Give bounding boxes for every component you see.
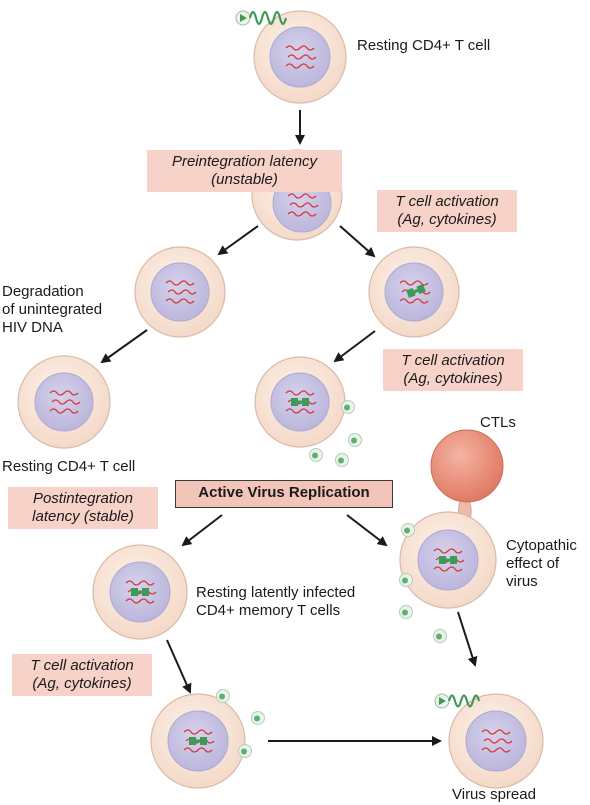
degradation-line-3: HIV DNA [2, 319, 63, 336]
box-postintegration-latency: Postintegration latency (stable) [8, 487, 158, 529]
label-cytopathic: Cytopathic effect of virus [506, 537, 577, 591]
activation-2-line-2: (Ag, cytokines) [403, 370, 503, 387]
arrow-to-memory-cell [181, 514, 223, 547]
label-degradation: Degradation of unintegrated HIV DNA [2, 283, 102, 337]
degradation-line-1: Degradation [2, 283, 84, 300]
arrow-to-activated-cell [339, 225, 376, 258]
memory-line-1: Resting latently infected [196, 584, 356, 601]
box-active-virus-replication: Active Virus Replication [175, 480, 393, 508]
label-ctls: CTLs [480, 414, 516, 431]
cytopathic-line-2: effect of [506, 555, 560, 572]
box-preintegration-latency: Preintegration latency (unstable) [147, 150, 342, 192]
label-virus-spread: Virus spread [452, 786, 536, 803]
cell-memory-latent [92, 544, 188, 640]
arrow-to-resting-left [100, 329, 148, 364]
free-virion-bottom [251, 711, 265, 725]
arrow-to-cytopathic-cell [346, 514, 388, 547]
arrow-memory-to-reactivated [166, 639, 192, 694]
cell-degradation [134, 246, 226, 338]
degradation-line-2: of unintegrated [2, 301, 103, 318]
arrow-to-degradation-cell [217, 225, 259, 256]
cell-virus-spread [448, 693, 544, 789]
postintegration-line-1: Postintegration [32, 490, 134, 507]
label-memory-cells: Resting latently infected CD4+ memory T … [196, 584, 355, 620]
activation-3-line-1: T cell activation [30, 657, 134, 674]
cytopathic-line-1: Cytopathic [506, 537, 577, 554]
cell-reactivated [150, 689, 252, 789]
preintegration-line-2: (unstable) [211, 171, 278, 188]
hiv-virion-icon [235, 10, 288, 26]
hiv-virion-entry-icon [434, 693, 481, 709]
box-activation-3: T cell activation (Ag, cytokines) [12, 654, 152, 696]
activation-1-line-2: (Ag, cytokines) [397, 211, 497, 228]
free-virions-right [399, 605, 447, 643]
cell-cytopathic [399, 511, 497, 609]
ctl-cell [430, 429, 504, 521]
label-resting-top: Resting CD4+ T cell [357, 37, 491, 54]
arrow-cytopathic-to-spread [457, 611, 478, 667]
postintegration-line-2: latency (stable) [32, 508, 134, 525]
cytopathic-line-3: virus [506, 573, 538, 590]
flow-arrows [100, 110, 478, 746]
label-resting-left: Resting CD4+ T cell [2, 458, 136, 475]
cell-integrated-budding [254, 356, 355, 448]
cell-resting-top [253, 10, 347, 104]
arrow-to-integrated-cell [333, 330, 376, 363]
cell-activated-import [368, 246, 460, 338]
activation-2-line-1: T cell activation [401, 352, 505, 369]
activation-1-line-1: T cell activation [395, 193, 499, 210]
preintegration-line-1: Preintegration latency [171, 153, 318, 170]
box-activation-2: T cell activation (Ag, cytokines) [383, 349, 523, 391]
memory-line-2: CD4+ memory T cells [196, 602, 341, 619]
activation-3-line-2: (Ag, cytokines) [32, 675, 132, 692]
cell-resting-left [17, 355, 111, 449]
box-activation-1: T cell activation (Ag, cytokines) [377, 190, 517, 232]
